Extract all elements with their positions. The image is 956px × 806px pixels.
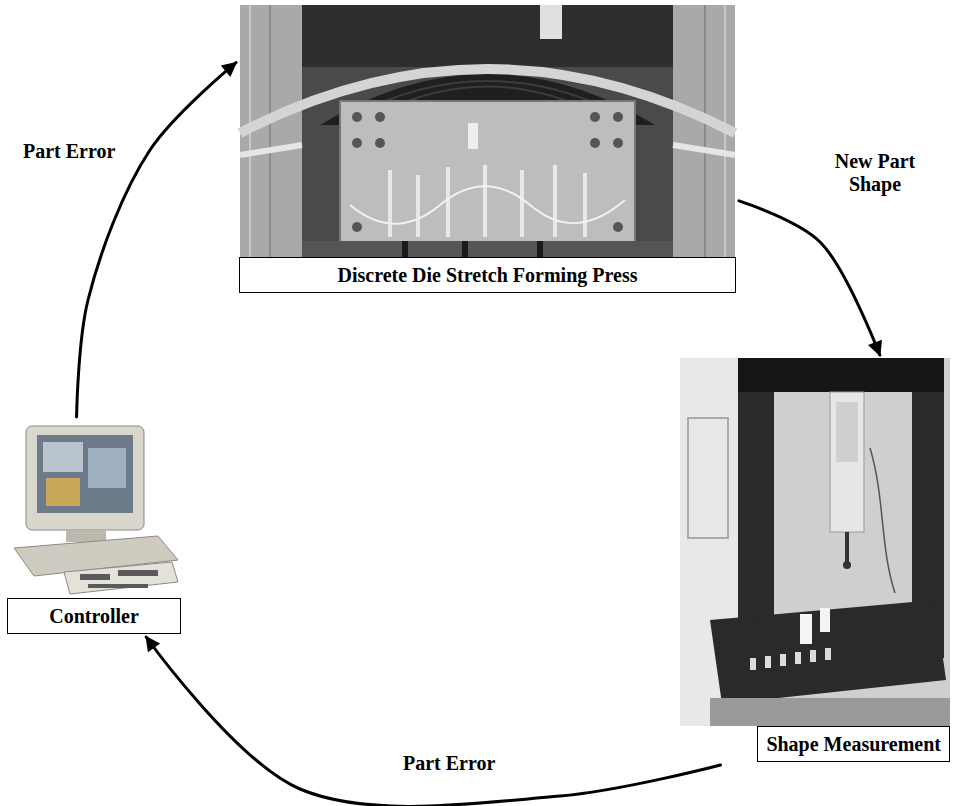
arrow-label: Part Error bbox=[20, 140, 118, 163]
photo-detail bbox=[795, 652, 801, 664]
photo-detail bbox=[553, 165, 557, 237]
photo-detail bbox=[825, 648, 831, 660]
photo-detail bbox=[710, 698, 950, 726]
caption-box: Shape Measurement bbox=[757, 726, 950, 762]
photo-detail bbox=[540, 5, 562, 39]
photo-detail bbox=[590, 112, 600, 122]
photo-detail bbox=[750, 658, 756, 670]
photo-detail bbox=[613, 222, 623, 232]
photo-detail bbox=[240, 5, 735, 257]
photo-detail bbox=[446, 167, 450, 237]
photo-detail bbox=[836, 402, 858, 462]
photo-detail bbox=[800, 614, 812, 644]
photo-detail bbox=[118, 570, 158, 576]
photo-detail bbox=[352, 112, 362, 122]
photo-detail bbox=[704, 5, 706, 257]
photo-detail bbox=[780, 654, 786, 666]
photo-detail bbox=[680, 358, 950, 726]
photo-detail bbox=[462, 241, 468, 257]
caption-box: Controller bbox=[7, 598, 181, 634]
photo-detail bbox=[416, 175, 420, 237]
photo-detail bbox=[405, 241, 540, 257]
computer-picture bbox=[8, 420, 180, 598]
photo-detail bbox=[66, 530, 106, 542]
photo-detail bbox=[80, 570, 158, 588]
arrow-label: Part Error bbox=[400, 752, 498, 775]
press-photo bbox=[240, 5, 735, 257]
photo-detail bbox=[810, 650, 816, 662]
photo-node: Shape Measurement bbox=[680, 358, 950, 762]
photo-detail bbox=[350, 186, 625, 224]
photo-detail bbox=[520, 170, 524, 237]
caption-text: Controller bbox=[16, 604, 172, 628]
caption-text: Discrete Die Stretch Forming Press bbox=[248, 263, 727, 287]
photo-detail bbox=[390, 165, 585, 237]
photo-detail bbox=[269, 5, 271, 257]
caption-box: Discrete Die Stretch Forming Press bbox=[239, 257, 736, 293]
photo-detail bbox=[820, 608, 830, 632]
photo-detail bbox=[845, 532, 849, 563]
flow-arrow bbox=[77, 63, 236, 417]
photo-detail bbox=[43, 442, 83, 472]
photo-detail bbox=[80, 574, 110, 580]
photo-detail bbox=[352, 138, 362, 148]
photo-detail bbox=[302, 241, 673, 257]
photo-detail bbox=[710, 600, 946, 704]
photo-detail bbox=[8, 420, 180, 598]
photo-detail bbox=[537, 241, 543, 257]
photo-detail bbox=[352, 222, 362, 232]
photo-detail bbox=[613, 112, 623, 122]
photo-detail bbox=[388, 170, 392, 237]
photo-detail bbox=[738, 358, 944, 392]
photo-detail bbox=[688, 418, 728, 538]
photo-detail bbox=[843, 561, 851, 569]
photo-detail bbox=[738, 358, 774, 658]
photo-detail bbox=[483, 165, 487, 237]
photo-detail bbox=[613, 138, 623, 148]
flow-arrow bbox=[146, 637, 720, 806]
photo-node: Discrete Die Stretch Forming Press bbox=[239, 5, 736, 293]
photo-detail bbox=[37, 435, 133, 513]
photo-detail bbox=[240, 145, 302, 155]
cmm-photo bbox=[680, 358, 950, 726]
photo-detail bbox=[46, 478, 80, 506]
flow-arrow bbox=[739, 201, 880, 355]
photo-detail bbox=[26, 426, 144, 530]
photo-detail bbox=[750, 648, 831, 670]
photo-detail bbox=[340, 101, 635, 245]
arrow-label: New Part Shape bbox=[812, 150, 938, 196]
photo-detail bbox=[590, 138, 600, 148]
photo-detail bbox=[88, 448, 126, 488]
photo-detail bbox=[583, 173, 587, 237]
photo-node: Controller bbox=[7, 420, 181, 634]
photo-detail bbox=[375, 112, 385, 122]
photo-detail bbox=[88, 584, 148, 588]
photo-detail bbox=[64, 562, 178, 594]
photo-detail bbox=[830, 392, 864, 532]
photo-detail bbox=[468, 123, 478, 149]
photo-detail bbox=[302, 5, 673, 67]
photo-detail bbox=[402, 241, 408, 257]
photo-detail bbox=[375, 138, 385, 148]
photo-detail bbox=[870, 448, 895, 593]
photo-detail bbox=[673, 145, 735, 155]
caption-text: Shape Measurement bbox=[766, 732, 941, 756]
photo-detail bbox=[765, 656, 771, 668]
